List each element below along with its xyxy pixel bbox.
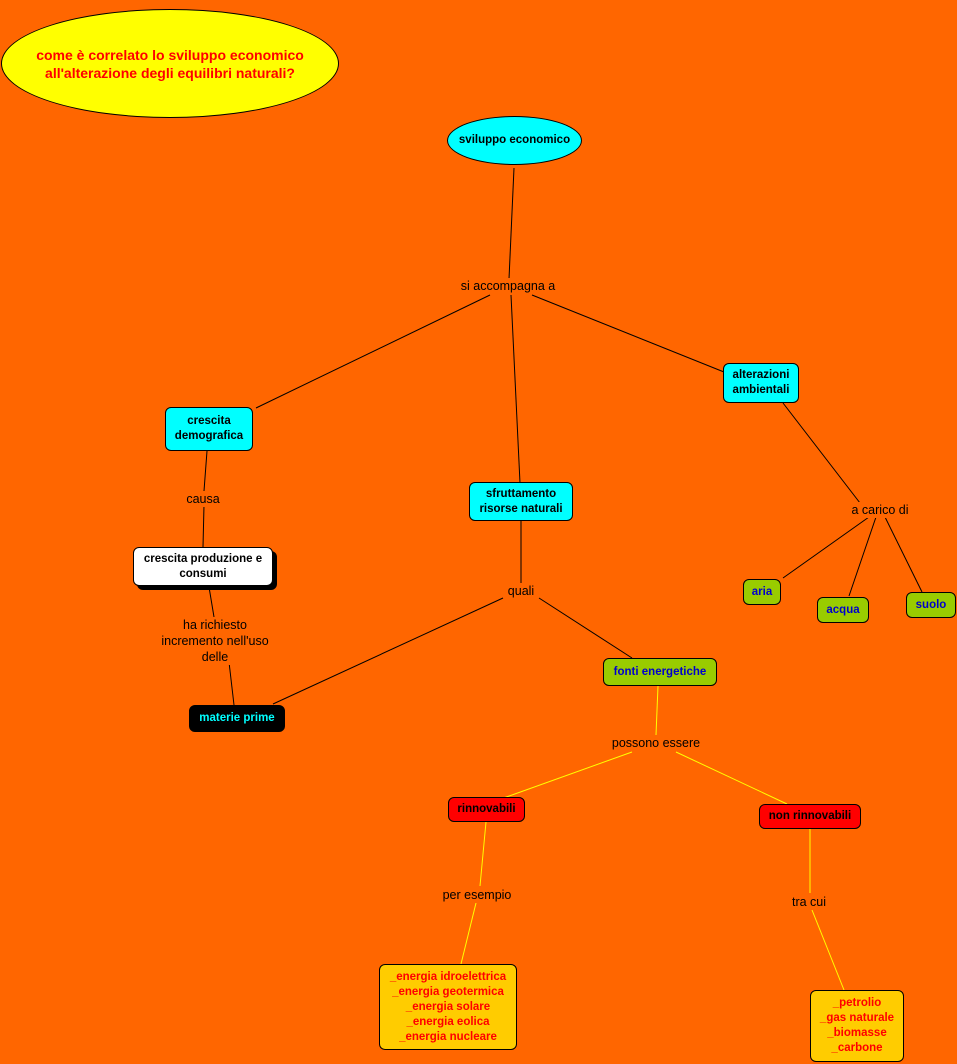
line-alterazioni-carico	[782, 402, 861, 504]
link-a-carico-di: a carico di	[849, 502, 911, 518]
concept-alterazioni-ambientali[interactable]: alterazioni ambientali	[723, 363, 799, 403]
concept-acqua[interactable]: acqua	[817, 597, 869, 623]
line-carico-aria	[782, 516, 870, 579]
concept-esempi-non-rinnovabili[interactable]: _petrolio _gas naturale _biomasse _carbo…	[810, 990, 904, 1062]
line-sviluppo-accompagna	[508, 167, 515, 280]
line-possono-nonrinnovabili	[675, 751, 788, 805]
concept-aria[interactable]: aria	[743, 579, 781, 605]
line-accompagna-crescita	[255, 294, 491, 409]
link-ha-richiesto: ha richiesto incremento nell'uso delle	[159, 617, 271, 665]
line-accompagna-alterazioni	[531, 294, 725, 373]
line-richiesto-materie	[228, 661, 235, 706]
line-fonti-possono	[655, 685, 659, 736]
link-si-accompagna-a: si accompagna a	[458, 278, 558, 294]
concept-suolo[interactable]: suolo	[906, 592, 956, 618]
link-per-esempio: per esempio	[440, 887, 514, 903]
focus-question-ellipse: come è correlato lo sviluppo economico a…	[1, 9, 339, 118]
line-carico-acqua	[848, 516, 877, 597]
line-rinnovabili-esempio	[479, 821, 487, 887]
concept-non-rinnovabili[interactable]: non rinnovabili	[759, 804, 861, 829]
link-tra-cui: tra cui	[789, 894, 829, 910]
concept-sviluppo-economico[interactable]: sviluppo economico	[447, 116, 582, 165]
line-quali-materie	[272, 597, 504, 705]
concept-crescita-produzione-consumi[interactable]: crescita produzione e consumi	[133, 547, 273, 586]
link-quali: quali	[505, 583, 537, 599]
concept-crescita-demografica[interactable]: crescita demografica	[165, 407, 253, 451]
line-accompagna-sfruttamento	[510, 294, 521, 484]
concept-materie-prime[interactable]: materie prime	[189, 705, 285, 732]
line-tracui-lista	[811, 909, 845, 991]
concept-esempi-rinnovabili[interactable]: _energia idroelettrica _energia geotermi…	[379, 964, 517, 1050]
line-esempio-lista	[460, 902, 477, 965]
concept-rinnovabili[interactable]: rinnovabili	[448, 797, 525, 822]
line-quali-fonti	[538, 597, 633, 659]
line-possono-rinnovabili	[497, 751, 633, 801]
concept-fonti-energetiche[interactable]: fonti energetiche	[603, 658, 717, 686]
concept-sfruttamento-risorse[interactable]: sfruttamento risorse naturali	[469, 482, 573, 521]
link-possono-essere: possono essere	[609, 735, 703, 751]
line-causa-produzione	[202, 504, 205, 548]
link-causa: causa	[184, 491, 222, 507]
line-carico-suolo	[884, 516, 923, 593]
line-crescita-causa	[203, 450, 208, 492]
line-produzione-richiesto	[208, 586, 215, 618]
